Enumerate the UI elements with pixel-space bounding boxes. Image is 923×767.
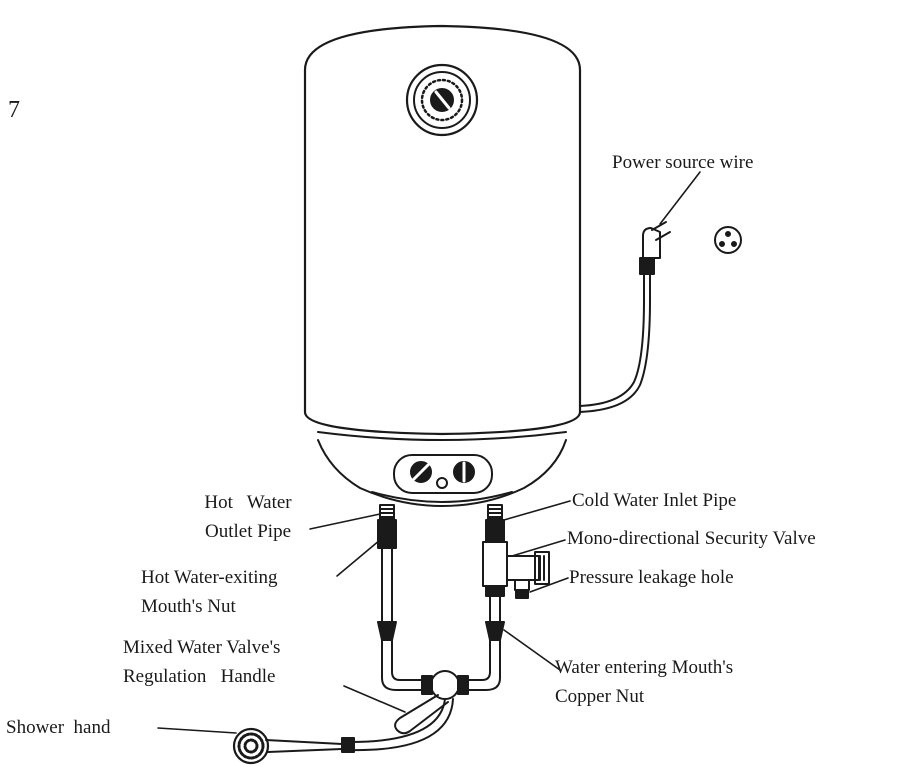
label-water-entering-nut: Water entering Mouth's (555, 657, 734, 678)
figure-number: 7 (8, 97, 20, 123)
cold-water-pipe (461, 504, 508, 691)
label-hot-water-nut: Hot Water-exiting (141, 567, 278, 588)
label-hot-water-outlet-pipe-line2: Outlet Pipe (204, 521, 292, 542)
power-cord (579, 221, 671, 413)
label-mixed-water-valve-handle-line2: Regulation Handle (123, 666, 276, 687)
shower-hose (265, 698, 454, 753)
label-pressure-leakage-hole: Pressure leakage hole (569, 567, 734, 588)
mixing-valve (421, 670, 469, 700)
leader-lines (157, 171, 701, 734)
label-cold-water-inlet-pipe: Cold Water Inlet Pipe (572, 490, 737, 511)
label-mixed-water-valve-handle: Mixed Water Valve's (123, 637, 281, 658)
label-security-valve: Mono-directional Security Valve (567, 528, 816, 549)
security-valve (506, 551, 550, 599)
hot-water-pipe (377, 504, 431, 691)
shower-head-icon (232, 727, 270, 765)
indicator-light-icon (436, 477, 448, 489)
switch-knob-icon (453, 461, 475, 483)
thermometer-dial-icon (405, 63, 479, 137)
label-shower-hand: Shower hand (6, 717, 111, 738)
thermostat-knob-icon (410, 461, 432, 483)
label-hot-water-nut-line2: Mouth's Nut (141, 596, 236, 617)
wall-socket-icon (714, 226, 742, 254)
label-power-source-wire: Power source wire (612, 152, 754, 173)
label-hot-water-outlet-pipe: Hot Water (204, 492, 292, 513)
valve-handle (394, 694, 449, 735)
bottom-cap (317, 439, 567, 507)
label-water-entering-nut-line2: Copper Nut (555, 686, 645, 707)
